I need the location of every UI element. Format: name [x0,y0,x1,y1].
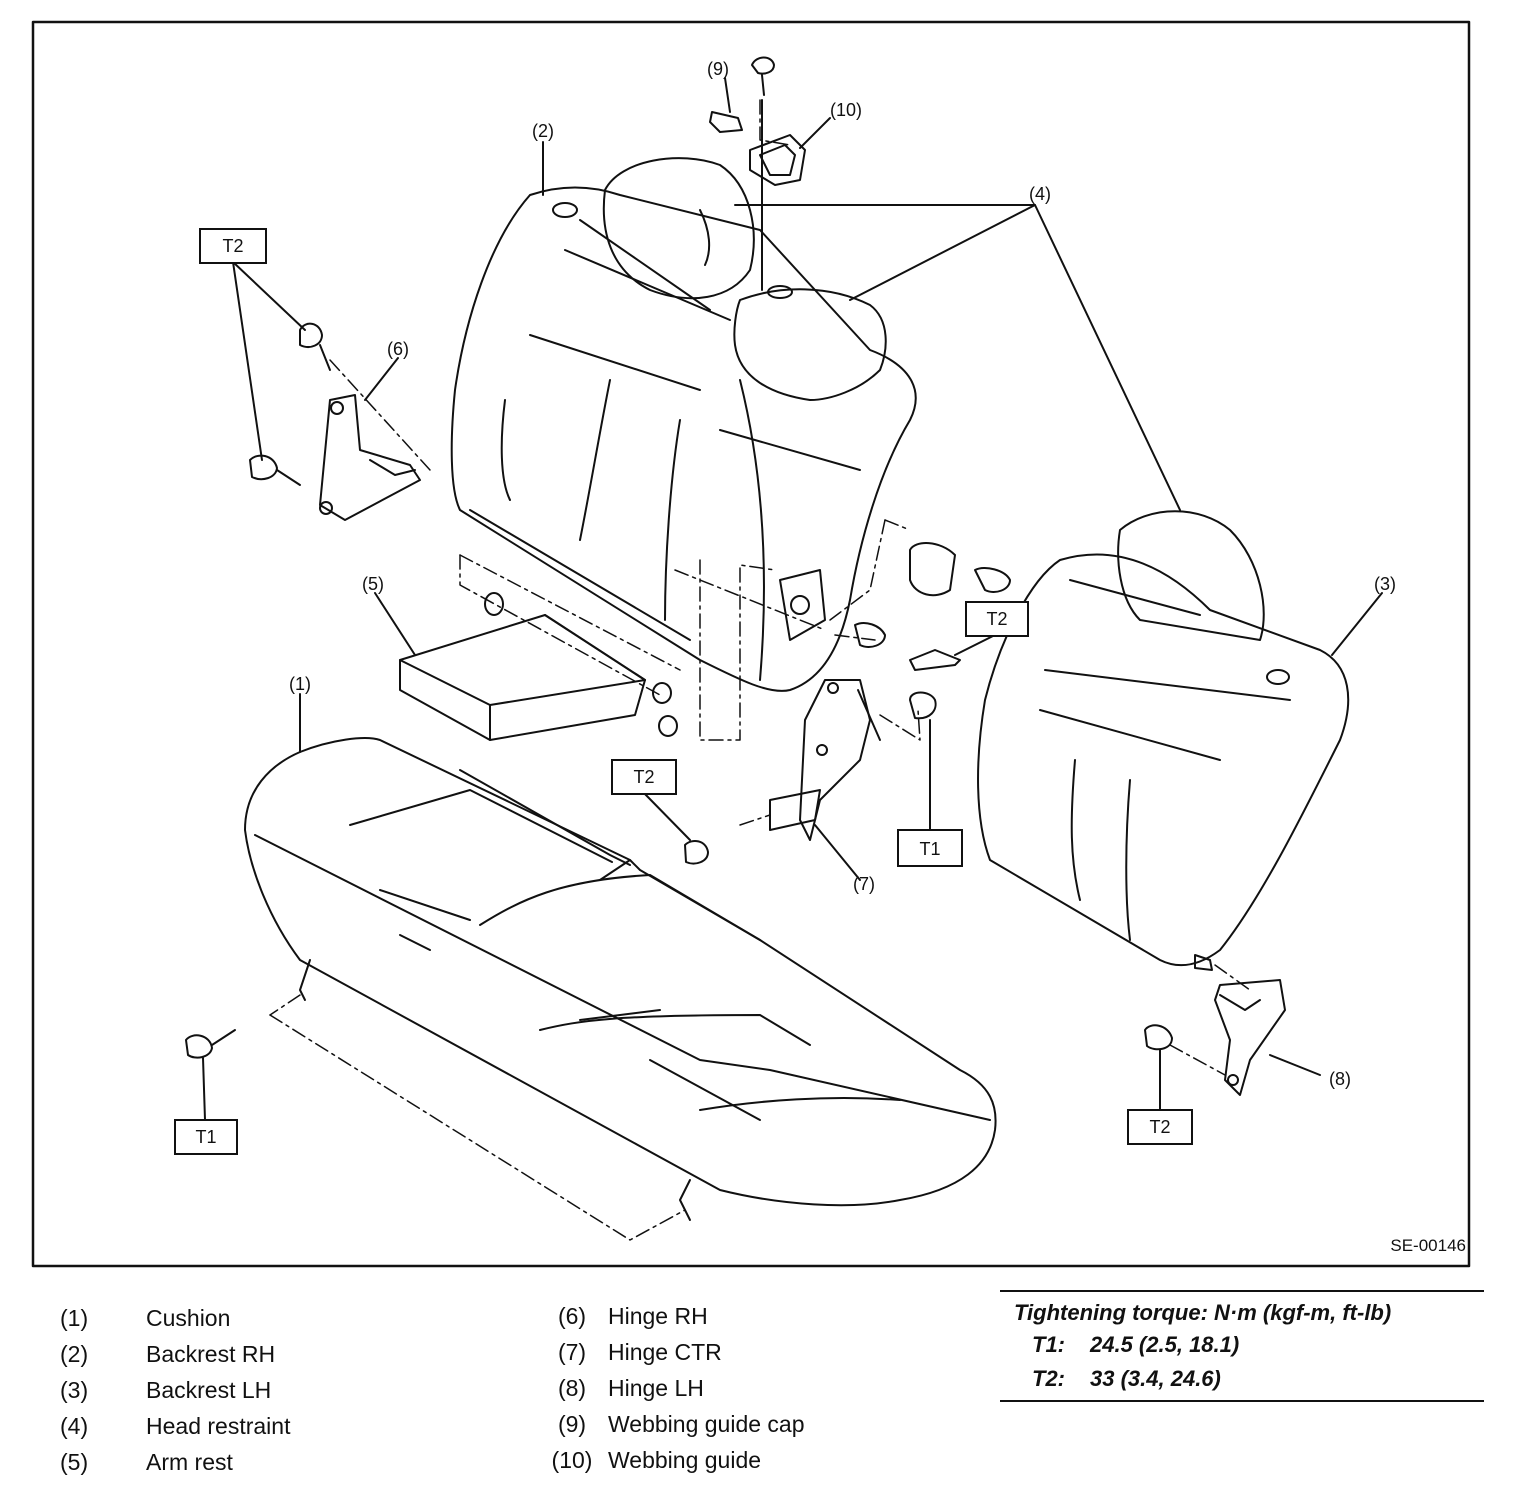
legend-item: (10) Webbing guide [536,1442,805,1478]
legend-num: (2) [60,1341,89,1367]
callout-4: (4) [1029,184,1051,204]
torque-title: Tightening torque: N·m (kgf-m, ft-lb) [1014,1300,1392,1325]
legend-num: (3) [60,1377,89,1403]
legend-item: (2) Backrest RH [60,1336,290,1372]
torque-value: 33 (3.4, 24.6) [1090,1366,1221,1391]
callout-6: (6) [387,339,409,359]
legend-num: (6) [557,1303,587,1329]
torque-bottom-rule [1000,1400,1484,1402]
t2-tag-label: T2 [986,609,1007,629]
legend-item: (6) Hinge RH [536,1298,805,1334]
legend-num: (8) [557,1375,587,1401]
hinge-ctr-bolt [909,649,961,671]
t2-tag-label: T2 [633,767,654,787]
legend-label: Cushion [146,1305,231,1331]
legend-item: (4) Head restraint [60,1408,290,1444]
legend-num: (4) [60,1413,89,1439]
hinge-lh-part [1144,954,1286,1096]
diagram-code: SE-00146 [1390,1236,1466,1255]
parts-legend-right: (6) Hinge RH (7) Hinge CTR (8) Hinge LH (9)… [536,1298,805,1478]
backrest-rh-part [450,157,917,692]
legend-item: (3) Backrest LH [60,1372,290,1408]
hinge-rh-part [249,322,421,521]
exploded-seat-diagram: T2 T2 T2 T1 T1 T2 (1) (2) (3) (4) (5) (6… [31,20,1471,1268]
legend-label: Webbing guide [608,1447,762,1473]
callout-10: (10) [830,100,862,120]
legend-label: Backrest LH [146,1377,272,1403]
legend-num: (10) [551,1447,593,1473]
legend-label: Hinge CTR [608,1339,722,1365]
legend-num: (9) [557,1411,587,1437]
diagram-frame [31,20,1471,1268]
cushion-bolt [185,1034,213,1059]
torque-value: 24.5 (2.5, 18.1) [1090,1332,1240,1357]
armrest-part [399,592,678,741]
cushion-part [244,737,997,1221]
legend-item: (1) Cushion [60,1300,290,1336]
legend-item: (7) Hinge CTR [536,1334,805,1370]
t1-tag-label: T1 [195,1127,216,1147]
legend-label: Head restraint [146,1413,291,1439]
callout-5: (5) [362,574,384,594]
callout-8: (8) [1329,1069,1351,1089]
torque-tags [174,228,1193,1155]
torque-key: T2: [1032,1366,1065,1391]
torque-row-t1: T1: 24.5 (2.5, 18.1) [1032,1332,1484,1366]
torque-row-t2: T2: 33 (3.4, 24.6) [1032,1366,1484,1400]
t2-tag-label: T2 [222,236,243,256]
legend-num: (5) [60,1449,89,1475]
callout-2: (2) [532,121,554,141]
t1-tag-label: T1 [919,839,940,859]
webbing-guide-part [709,56,806,186]
legend-item: (5) Arm rest [60,1444,290,1480]
torque-key: T1: [1032,1332,1065,1357]
legend-label: Backrest RH [146,1341,276,1367]
legend-num: (1) [60,1305,89,1331]
legend-num: (7) [557,1339,587,1365]
legend-label: Hinge RH [608,1303,708,1329]
callout-1: (1) [289,674,311,694]
torque-top-rule [1000,1290,1484,1292]
torque-table: Tightening torque: N·m (kgf-m, ft-lb) T1… [1000,1290,1484,1402]
callout-3: (3) [1374,574,1396,594]
callout-7: (7) [853,874,875,894]
t2-tag-label: T2 [1149,1117,1170,1137]
legend-item: (9) Webbing guide cap [536,1406,805,1442]
parts-legend-left: (1) Cushion (2) Backrest RH (3) Backrest LH… [60,1300,290,1480]
legend-item: (8) Hinge LH [536,1370,805,1406]
legend-label: Webbing guide cap [608,1411,805,1437]
backrest-lh-part [977,510,1350,967]
legend-label: Arm rest [146,1449,233,1475]
callout-9: (9) [707,59,729,79]
hinge-ctr-part [684,679,937,865]
legend-label: Hinge LH [608,1375,704,1401]
